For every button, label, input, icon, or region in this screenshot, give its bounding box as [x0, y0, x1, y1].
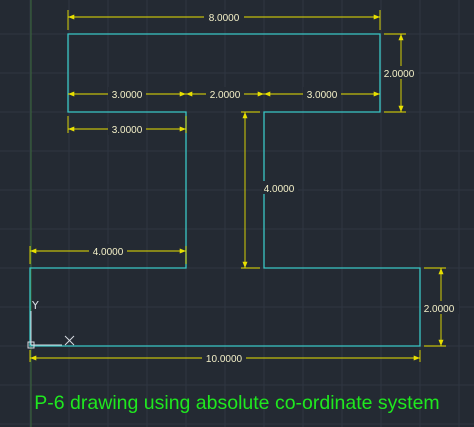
dim-text-flange-left[interactable]: 3.0000: [112, 90, 143, 101]
dim-label-bg: [382, 66, 418, 79]
dim-text-stem-height[interactable]: 4.0000: [264, 184, 295, 195]
ucs-icon[interactable]: [27, 311, 75, 349]
dim-label-bg: [108, 87, 146, 100]
dim-label-bg: [108, 122, 146, 135]
dim-text-bottom-left[interactable]: 4.0000: [93, 247, 124, 258]
ucs-x-mark: [64, 335, 75, 346]
dim-label-bg: [202, 351, 246, 364]
dim-text-gap[interactable]: 2.0000: [210, 90, 241, 101]
dim-label-bg: [262, 181, 298, 194]
dim-label-bg: [421, 301, 459, 314]
shape-outline[interactable]: [29, 33, 421, 347]
ucs-y-label: Y: [31, 299, 39, 312]
dim-text-inner-left[interactable]: 3.0000: [112, 125, 143, 136]
dim-label-bg: [303, 87, 341, 100]
dim-label-bg: [89, 244, 127, 257]
dim-text-flange-right[interactable]: 3.0000: [307, 90, 338, 101]
dim-label-bg: [204, 10, 244, 23]
dim-text-bottom-height[interactable]: 2.0000: [424, 304, 455, 315]
dim-text-top-width[interactable]: 8.0000: [209, 13, 240, 24]
dim-label-bg: [206, 87, 244, 100]
dim-text-bottom-width[interactable]: 10.0000: [206, 354, 243, 365]
dim-text-top-height[interactable]: 2.0000: [384, 69, 415, 80]
drawing-caption: P-6 drawing using absolute co-ordinate s…: [34, 392, 440, 414]
